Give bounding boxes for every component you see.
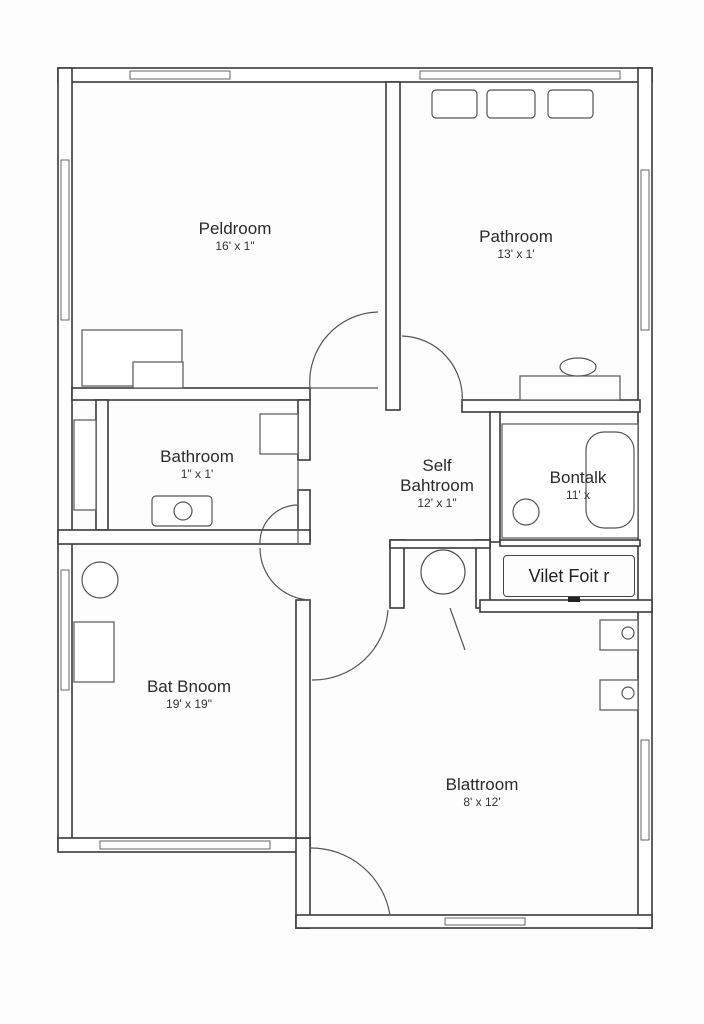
room-dimensions: 11' x bbox=[565, 488, 591, 502]
room-name: Peldroom bbox=[198, 219, 272, 238]
room-dimensions: 8' x 12' bbox=[463, 795, 501, 809]
fixtures bbox=[73, 89, 639, 711]
room-bat-bnoom: Bat Bnoom 19' x 19" bbox=[147, 677, 231, 711]
room-pathroom: Pathroom 13' x 1' bbox=[479, 227, 553, 261]
fixture-label: Vilet Foit r bbox=[503, 555, 635, 597]
vent-mark bbox=[568, 597, 580, 602]
room-name: Bat Bnoom bbox=[146, 677, 232, 696]
room-bathroom: Bathroom 1" x 1' bbox=[160, 447, 234, 481]
room-name-line2: Bahtroom bbox=[400, 476, 474, 495]
room-name: Pathroom bbox=[479, 227, 553, 246]
doors bbox=[259, 311, 466, 916]
windows bbox=[60, 70, 650, 926]
room-dimensions: 12' x 1" bbox=[417, 496, 457, 510]
room-dimensions: 19' x 19" bbox=[166, 697, 212, 711]
room-dimensions: 16' x 1" bbox=[215, 239, 255, 253]
room-dimensions: 13' x 1' bbox=[497, 247, 535, 261]
room-name: Bontalk bbox=[549, 468, 607, 487]
room-bontalk: Bontalk 11' x bbox=[550, 468, 607, 502]
room-self-bahtroom: Self Bahtroom 12' x 1" bbox=[400, 456, 474, 510]
room-dimensions: 1" x 1' bbox=[180, 467, 214, 481]
room-name-line1: Self bbox=[422, 456, 452, 475]
room-name: Bathroom bbox=[160, 447, 234, 466]
room-name: Blattroom bbox=[445, 775, 519, 794]
room-peldroom: Peldroom 16' x 1" bbox=[199, 219, 272, 253]
room-blattroom: Blattroom 8' x 12' bbox=[446, 775, 519, 809]
